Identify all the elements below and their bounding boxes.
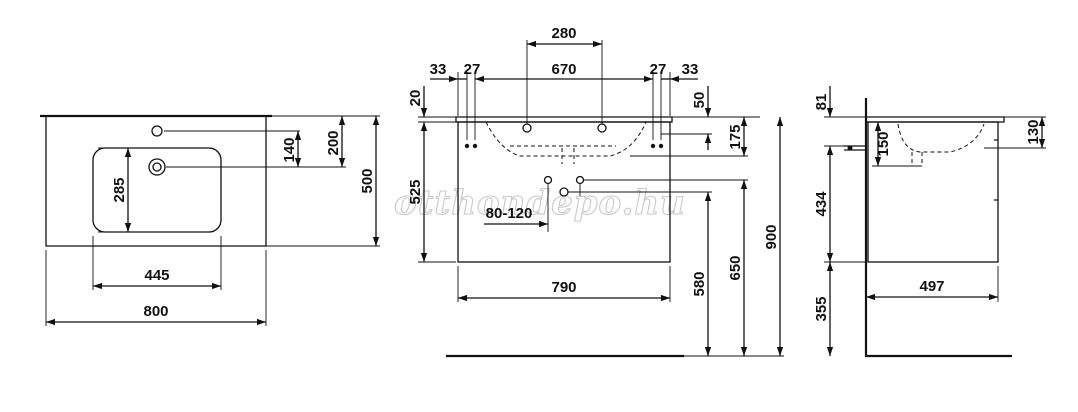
top-view-outline — [45, 116, 267, 247]
dim-175-label: 175 — [727, 124, 744, 149]
side-drain-dashed — [911, 152, 923, 166]
side-wall-floor — [864, 98, 1012, 358]
watermark-text: otthondepo.hu — [394, 183, 686, 223]
dim-50-label: 50 — [691, 92, 708, 109]
basin-outline — [92, 147, 222, 233]
side-wall-fix — [844, 145, 866, 151]
dim-650-label: 650 — [727, 255, 744, 280]
drain-outer — [148, 158, 166, 176]
front-bowl-dashed — [485, 121, 647, 157]
top-view: 285 140 200 500 445 800 — [40, 114, 380, 326]
top-ext-lines-v — [45, 236, 267, 326]
supply-point-left — [543, 175, 553, 185]
side-cabinet — [867, 121, 999, 263]
dim-497-label: 497 — [919, 278, 944, 295]
wall-fix-3 — [650, 143, 656, 149]
dim-20-ext — [418, 116, 456, 123]
dim-33-left-label: 33 — [430, 61, 447, 78]
dim-280-label: 280 — [551, 25, 576, 42]
dim-280-ext — [526, 40, 603, 124]
side-basin-top — [866, 116, 1005, 123]
wall-fix-4 — [658, 143, 664, 149]
dim-50-ext — [661, 116, 712, 135]
fixing-left — [522, 123, 532, 133]
side-cabinet-details — [994, 139, 998, 201]
dim-355-label: 355 — [813, 296, 830, 321]
dim-800-label: 800 — [143, 303, 168, 320]
side-wall-fix-dot — [847, 145, 853, 151]
wall-fix-1 — [464, 143, 470, 149]
dim-top-ext — [457, 72, 671, 140]
dim-434-label: 434 — [813, 191, 830, 217]
fixing-right — [597, 123, 607, 133]
tap-hole — [151, 125, 163, 137]
dim-790-label: 790 — [551, 279, 576, 296]
dim-27-left-label: 27 — [464, 61, 481, 78]
front-drain-dashed — [561, 148, 575, 164]
dim-525-label: 525 — [407, 179, 424, 204]
dim-500-label: 500 — [359, 168, 376, 193]
dim-27-right-label: 27 — [650, 61, 667, 78]
wall-fix-2 — [472, 143, 478, 149]
top-ext-lines — [164, 115, 380, 247]
dim-81-ext — [824, 116, 866, 147]
supply-point-right — [575, 175, 585, 185]
dim-81-label: 81 — [813, 94, 830, 111]
front-view: 280 33 27 670 27 33 20 525 50 175 80-12 — [407, 25, 784, 358]
dim-445-label: 445 — [144, 267, 169, 284]
dim-580-label: 580 — [691, 271, 708, 296]
side-bowl-dashed — [897, 123, 985, 153]
dim-33-right-label: 33 — [682, 61, 699, 78]
dim-900-label: 900 — [763, 224, 780, 249]
side-view: 81 150 130 434 355 497 — [813, 86, 1046, 358]
front-basin-top — [455, 116, 673, 123]
dim-285-label: 285 — [111, 177, 128, 202]
dim-150-label: 150 — [875, 131, 892, 156]
dim-200-label: 200 — [325, 130, 342, 155]
dim-20-label: 20 — [407, 90, 424, 107]
dim-670-label: 670 — [551, 61, 576, 78]
drain-inner — [152, 162, 162, 172]
dim-80-120-label: 80-120 — [486, 205, 533, 222]
dim-140-label: 140 — [281, 137, 298, 162]
dim-130-label: 130 — [1025, 119, 1042, 144]
